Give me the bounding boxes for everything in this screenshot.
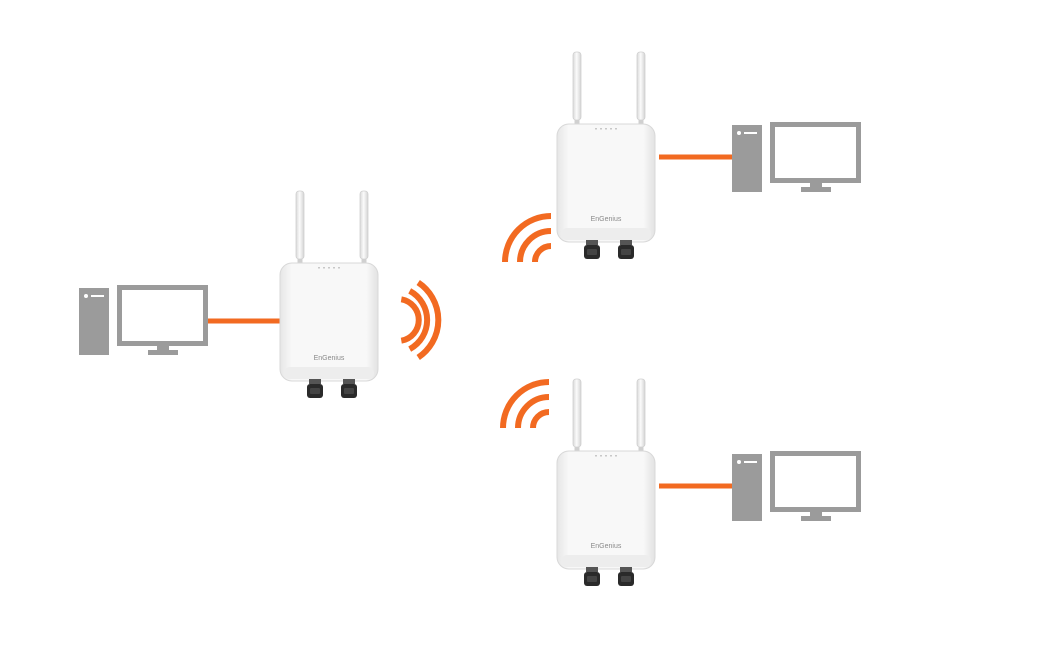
access-point-top-right: EnGenius [557,52,655,259]
access-point-bottom-right: EnGenius [557,379,655,586]
computer-top-right [732,125,859,193]
computer-left [79,288,206,356]
wireless-signal-left-icon [401,283,438,358]
brand-label: EnGenius [314,355,345,362]
wireless-signal-bottom-right-icon [503,382,549,428]
brand-label: EnGenius [591,543,622,550]
brand-label: EnGenius [591,216,622,223]
wireless-signal-top-right-icon [505,216,551,262]
access-point-left: EnGenius [280,191,378,398]
computer-bottom-right [732,454,859,522]
